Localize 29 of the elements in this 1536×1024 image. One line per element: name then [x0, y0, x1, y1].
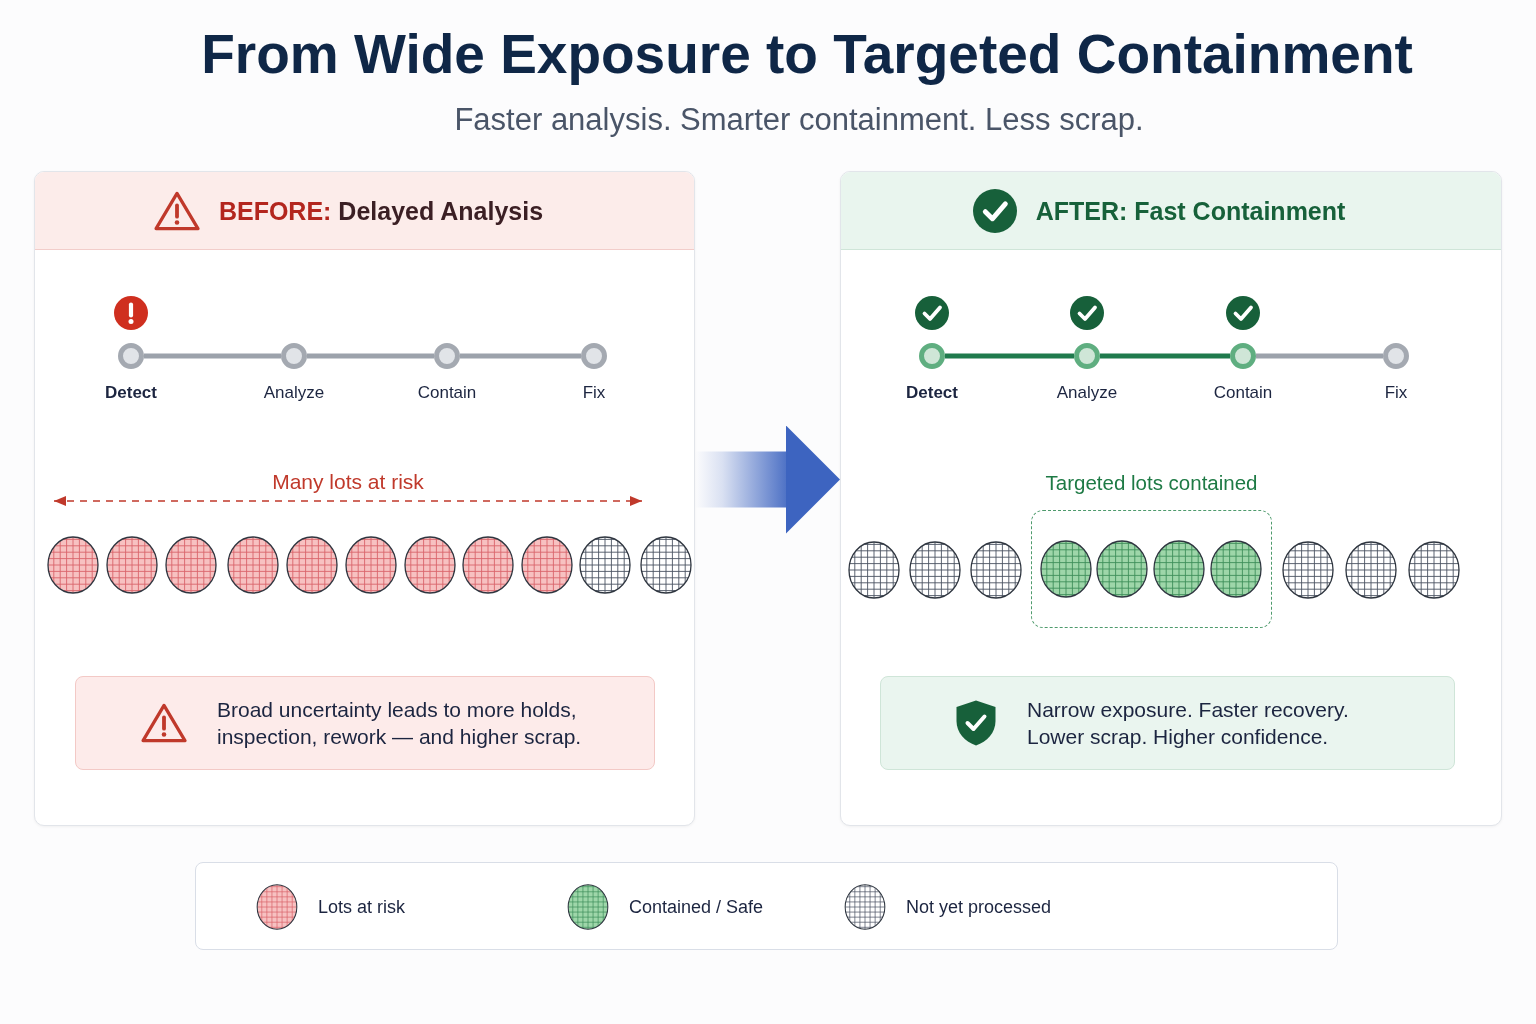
timeline-line [307, 353, 434, 359]
step-label: Analyze [263, 383, 325, 403]
step-label: Detect [105, 383, 157, 403]
step-label: Detect [906, 383, 958, 403]
panel-title: AFTER: Fast Containment [1035, 195, 1346, 226]
step-label: Analyze [1056, 383, 1118, 403]
timeline-line [460, 353, 581, 359]
step-label: Contain [417, 383, 477, 403]
timeline-line [1100, 353, 1230, 359]
timeline-line [945, 353, 1074, 359]
step-label: Fix [1384, 383, 1408, 403]
timeline-line [144, 353, 281, 359]
subtitle: Faster analysis. Smarter containment. Less scrap. [454, 101, 1144, 139]
step-label: Fix [582, 383, 606, 403]
title: From Wide Exposure to Targeted Containment [201, 22, 1413, 86]
note-text: Narrow exposure. Faster recovery. Lower scrap. Higher confidence. [1027, 697, 1350, 750]
legend-label: Not yet processed [906, 896, 1052, 918]
legend-label: Lots at risk [318, 896, 406, 918]
group-title: Targeted lots contained [1045, 470, 1258, 495]
dimension-label: Many lots at risk [272, 469, 424, 495]
note-panel [880, 676, 1455, 770]
step-label: Contain [1213, 383, 1273, 403]
note-text: Broad uncertainty leads to more holds, inspection, rework — and higher scrap. [217, 697, 583, 750]
panel-title: BEFORE: Delayed Analysis [218, 195, 544, 226]
panel [34, 171, 695, 826]
legend-label: Contained / Safe [629, 896, 764, 918]
timeline-line [1256, 353, 1383, 359]
note-panel [75, 676, 655, 770]
panel [840, 171, 1502, 826]
